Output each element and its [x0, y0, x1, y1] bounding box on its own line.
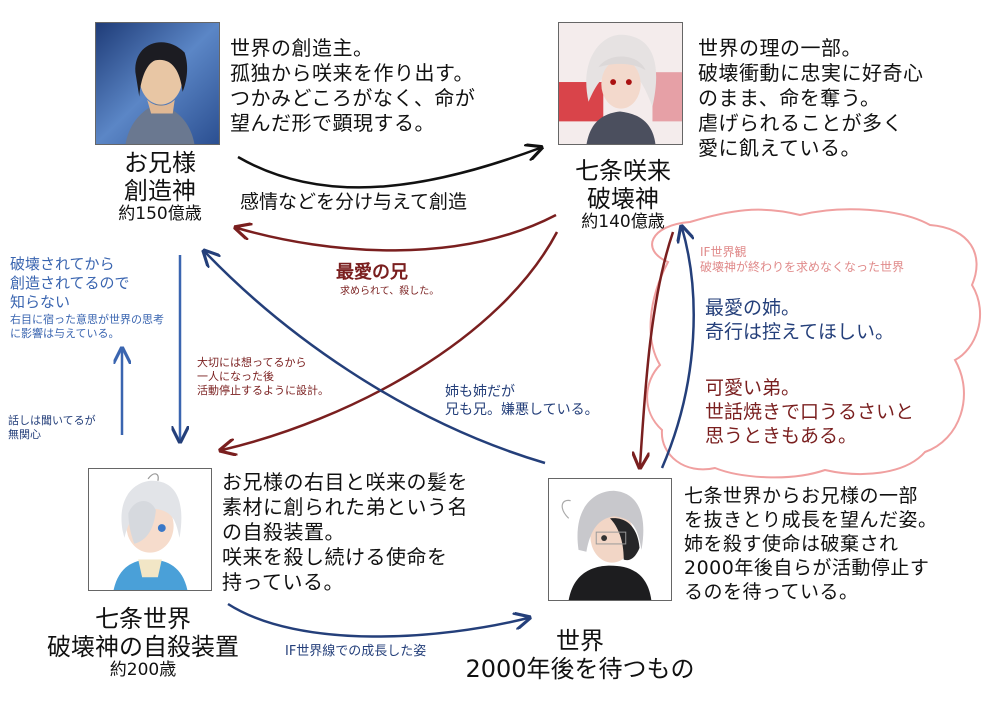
- sakura-illustration: [559, 23, 682, 144]
- sekai-portrait: [548, 478, 672, 601]
- sakura-description: 世界の理の一部。 破壊衝動に忠実に好奇心 のまま、命を奪う。 虐げられることが多…: [698, 36, 924, 160]
- onisama-illustration: [96, 23, 219, 144]
- arrow-sekai-to-sakura: [660, 228, 695, 469]
- label-sister-brother: 姉も姉だが 兄も兄。嫌悪している。: [445, 384, 599, 418]
- if-world-cloud: [646, 208, 982, 479]
- sekai-illustration: [549, 479, 671, 600]
- arrow-sekai-to-onisama: [205, 252, 546, 465]
- label-beloved-brother-sub: 求められて、殺した。: [340, 286, 440, 297]
- sekai-name-line2: 2000年後を待つもの: [465, 654, 695, 683]
- device-name-line1: 七条世界: [95, 605, 191, 633]
- onisama-portrait: [95, 22, 220, 145]
- sakura-name-line1: 七条咲来: [575, 157, 671, 185]
- label-right-eye-note: 右目に宿った意思が世界の思考 に影響は与えている。: [10, 313, 164, 340]
- device-illustration: [89, 469, 211, 590]
- device-description: お兄様の右目と咲来の髪を 素材に創られた弟という名 の自殺装置。 咲来を殺し続け…: [222, 470, 468, 594]
- arrow-growth: [227, 602, 528, 638]
- sakura-portrait: [558, 22, 683, 145]
- onisama-age: 約150億歳: [118, 204, 202, 225]
- label-destroyed-created: 破壊されてから 創造されてるので 知らない: [10, 255, 130, 311]
- arrow-create: [237, 148, 540, 189]
- sekai-name: 世界 2000年後を待つもの: [430, 627, 730, 683]
- onisama-description: 世界の創造主。 孤独から咲来を作り出す。 つかみどころがなく、命が 望んだ形で顕…: [230, 36, 476, 135]
- arrow-sakura-to-sekai: [640, 231, 675, 466]
- label-if-world: IF世界観 破壊神が終わりを求めなくなった世界: [700, 245, 905, 274]
- sakura-name-line2: 破壊神: [587, 184, 659, 213]
- arrow-beloved-brother: [237, 213, 557, 252]
- device-age: 約200歳: [109, 660, 177, 681]
- sakura-age: 約140億歳: [581, 212, 665, 233]
- label-create: 感情などを分け与えて創造: [240, 191, 468, 213]
- label-growth: IF世界線での成長した姿: [285, 644, 427, 659]
- sakura-name: 七条咲来 破壊神 約140億歳: [548, 157, 698, 233]
- onisama-name: お兄様 創造神 約150億歳: [85, 149, 235, 225]
- device-portrait: [88, 468, 212, 591]
- label-listening: 話しは聞いてるが 無関心: [8, 414, 96, 441]
- label-cute-brother: 可愛い弟。 世話焼きで口うるさいと 思うときもある。: [705, 377, 915, 447]
- label-cherish: 大切には想ってるから 一人になった後 活動停止するように設計。: [197, 356, 329, 397]
- arrow-sakura-to-device: [222, 231, 559, 450]
- onisama-name-line1: お兄様: [124, 149, 196, 177]
- device-name: 七条世界 破壊神の自殺装置 約200歳: [12, 605, 274, 681]
- label-beloved-brother: 最愛の兄: [336, 262, 408, 283]
- sekai-description: 七条世界からお兄様の一部 を抜きとり成長を望んだ姿。 姉を殺す使命は破棄され 2…: [684, 485, 938, 603]
- label-beloved-sister: 最愛の姉。 奇行は控えてほしい。: [705, 297, 895, 343]
- device-name-line2: 破壊神の自殺装置: [47, 632, 239, 661]
- sekai-name-line1: 世界: [556, 627, 604, 655]
- onisama-name-line2: 創造神: [124, 176, 196, 205]
